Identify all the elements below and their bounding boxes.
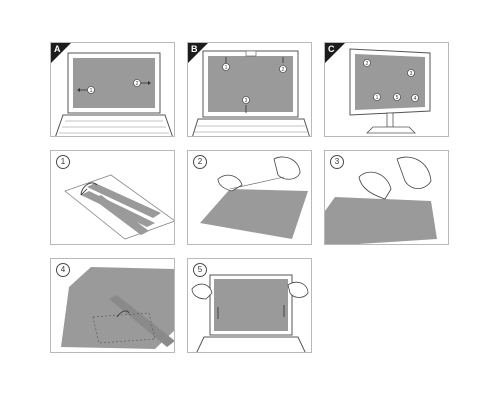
- press-filter-illustration: [325, 156, 437, 244]
- marker-label: 4: [414, 96, 417, 102]
- laptop-illustration: 1 2 3: [192, 50, 310, 136]
- marker-label: 2: [282, 67, 285, 73]
- corner-tag: [51, 43, 71, 63]
- panel-letter: A: [54, 44, 61, 54]
- panel-b: 1 2 3 B: [187, 42, 312, 137]
- adhesive-strips-illustration: [64, 174, 174, 240]
- panel-a: 1 2 A: [50, 42, 175, 137]
- panel-step-4: 4: [50, 258, 175, 353]
- step-number: 4: [56, 263, 70, 277]
- apply-tab-illustration: [61, 267, 174, 349]
- step-number: 5: [193, 263, 207, 277]
- marker-label: 1: [225, 65, 228, 71]
- panel-letter: B: [191, 44, 198, 54]
- marker-label: 2: [136, 81, 139, 87]
- attach-filter-illustration: [191, 274, 309, 352]
- panel-step-2: 2: [187, 150, 312, 245]
- marker-label: 1: [376, 95, 379, 101]
- marker-label: 5: [396, 95, 399, 101]
- corner-tag: [188, 43, 208, 63]
- monitor-illustration: 2 3 1 5 4: [349, 48, 431, 134]
- panel-letter: C: [328, 44, 335, 54]
- step-number: 2: [193, 155, 207, 169]
- corner-tag: [325, 43, 345, 63]
- laptop-illustration: 1 2: [55, 52, 173, 136]
- step-number: 3: [330, 155, 344, 169]
- panel-step-5: 5: [187, 258, 312, 353]
- marker-label: 2: [366, 61, 369, 67]
- marker-label: 3: [410, 71, 413, 77]
- panel-c: 2 3 1 5 4 C: [324, 42, 449, 137]
- marker-label: 3: [245, 98, 248, 104]
- panel-step-1: 1: [50, 150, 175, 245]
- step-number: 1: [56, 155, 70, 169]
- peel-filter-illustration: [200, 156, 308, 239]
- marker-label: 1: [90, 88, 93, 94]
- panel-step-3: 3: [324, 150, 449, 245]
